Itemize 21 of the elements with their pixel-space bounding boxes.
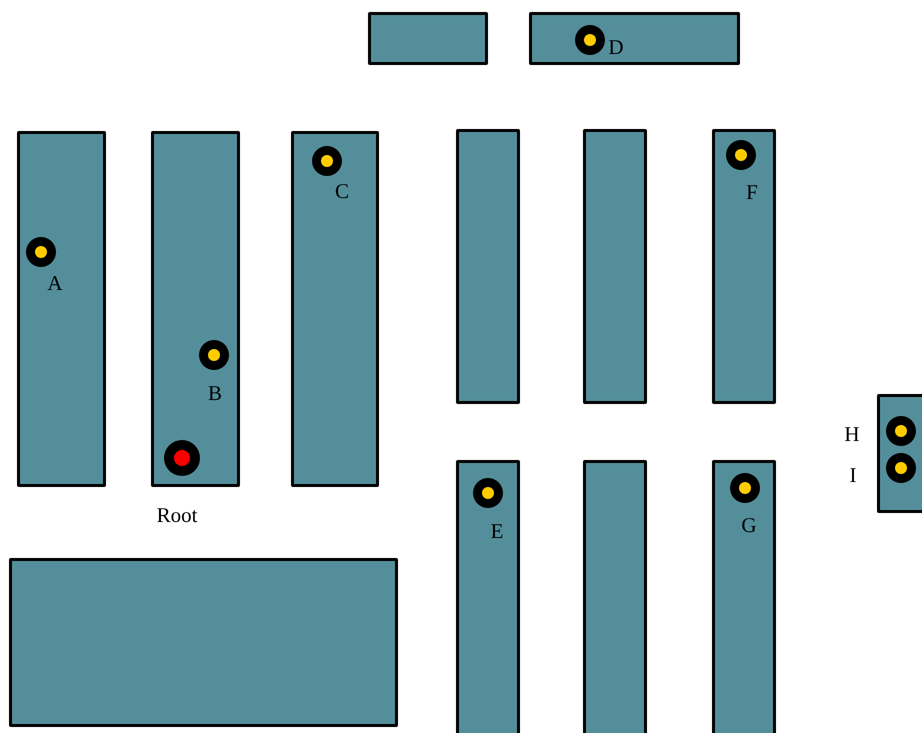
shelf-block bbox=[712, 129, 776, 404]
shelf-block bbox=[583, 460, 647, 733]
point-label: E bbox=[490, 519, 504, 543]
shelf-block bbox=[9, 558, 398, 727]
shelf-block bbox=[583, 129, 647, 404]
shelf-block bbox=[368, 12, 488, 65]
point-label: C bbox=[334, 179, 349, 203]
shelf-block bbox=[291, 131, 379, 487]
point-label: I bbox=[850, 463, 856, 487]
point-label: Root bbox=[156, 503, 198, 527]
point-label: G bbox=[741, 513, 757, 537]
point-label: B bbox=[208, 381, 222, 405]
shelf-block bbox=[456, 460, 520, 733]
point-label: A bbox=[47, 271, 63, 295]
point-label: D bbox=[608, 35, 624, 59]
point-label: F bbox=[746, 180, 758, 204]
point-label: H bbox=[844, 422, 860, 446]
shelf-block bbox=[529, 12, 740, 65]
shelf-block bbox=[17, 131, 106, 487]
shelf-block bbox=[712, 460, 776, 733]
shelf-block bbox=[456, 129, 520, 404]
